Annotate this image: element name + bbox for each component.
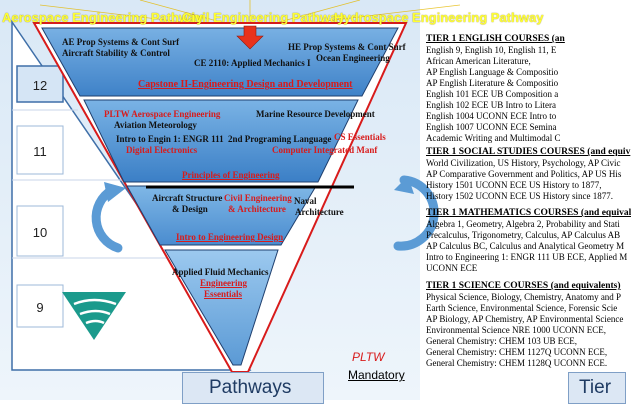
- legend-mandatory: Mandatory: [348, 368, 405, 382]
- grade-cell-12: [16, 65, 64, 103]
- tier-english-line: English 1007 UCONN ECE Semina: [426, 122, 557, 132]
- circular-arrow-right-head: [394, 176, 414, 194]
- aircraft-structure: Aircraft Structure: [152, 193, 223, 203]
- tier-english-line: African American Literature,: [426, 56, 531, 66]
- tier-math-line: Precalculus, Trigonometry, Calculus, AP …: [426, 230, 621, 240]
- tier-math-line: Intro to Engineering 1: ENGR 111 UB ECE,…: [426, 252, 628, 262]
- band-12: [41, 27, 399, 97]
- tier-social-line: History 1501 UCONN ECE US History to 187…: [426, 180, 602, 190]
- aviation-meteorology: Aviation Meteorology: [114, 120, 197, 130]
- pathways-footer: Pathways: [182, 372, 324, 404]
- grade-label-9: 9: [36, 300, 44, 315]
- ocean-engineering: Ocean Engineering: [316, 53, 390, 63]
- principles-of-engineering: Principles of Engineering: [182, 170, 280, 180]
- tier-science-line: Environmental Science NRE 1000 UCONN ECE…: [426, 325, 606, 335]
- engineering-essentials: Engineering: [200, 278, 248, 288]
- tier-math-heading: TIER 1 MATHEMATICS COURSES (and equival: [426, 208, 631, 218]
- circular-arrow-right: [393, 175, 439, 251]
- tier-science-line: General Chemistry: CHEM 1128Q UCONN ECE.: [426, 358, 608, 368]
- circular-arrow-left-head: [104, 182, 126, 202]
- band-11: [83, 99, 359, 183]
- tier-english-line: English 9, English 10, English 11, E: [426, 45, 557, 55]
- circular-arrow-left: [91, 185, 123, 253]
- red-down-arrow: [236, 25, 264, 50]
- tier-math-line: AP Calculus BC, Calculus and Analytical …: [426, 241, 625, 251]
- tier-social-line: History 1502 UCONN ECE US History since …: [426, 191, 613, 201]
- grade-cell-10: [16, 205, 64, 257]
- grade-cell-9: [16, 284, 64, 328]
- tier-footer-label: Tier: [579, 377, 612, 398]
- tier-science-line: Earth Science, Environmental Science, Fo…: [426, 303, 618, 313]
- tier-english-line: AP English Literature & Compositio: [426, 78, 559, 88]
- naval-architecture-2: Architecture: [295, 207, 344, 217]
- applied-fluid-mechanics: Applied Fluid Mechanics: [172, 267, 269, 277]
- ce-2110: CE 2110: Applied Mechanics I: [194, 58, 311, 68]
- tier-footer: Tier: [568, 372, 626, 404]
- tier-science-line: General Chemistry: CHEM 1127Q UCONN ECE,: [426, 347, 608, 357]
- tier-science-line: Physical Science, Biology, Chemistry, An…: [426, 292, 622, 302]
- tier-math-line: UCONN ECE: [426, 263, 478, 273]
- grade-label-12: 12: [32, 78, 48, 93]
- marine-resource: Marine Resource Development: [256, 109, 375, 119]
- tier-social-line: AP Comparative Government and Politics, …: [426, 169, 622, 179]
- computer-integrated-manf: Computer Integrated Manf: [272, 145, 378, 155]
- grade-label-10: 10: [32, 225, 48, 240]
- ae-prop-systems: AE Prop Systems & Cont Surf: [62, 37, 180, 47]
- civil-engineering-course: Civil Engineering: [224, 193, 292, 203]
- digital-electronics: Digital Electronics: [126, 145, 198, 155]
- second-programming-language: 2nd Programing Language: [228, 134, 332, 144]
- tier-english-line: English 101 ECE UB Composition a: [426, 89, 559, 99]
- aircraft-stability: Aircraft Stability & Control: [62, 48, 170, 58]
- legend-pltw: PLTW: [352, 350, 385, 364]
- naval-architecture: Naval: [294, 196, 317, 206]
- capstone-course: Capstone II-Engineering Design and Devel…: [138, 79, 353, 90]
- band-9: [164, 249, 279, 366]
- tier-english-line: English 1004 UCONN ECE Intro to: [426, 111, 557, 121]
- pathways-footer-label: Pathways: [209, 377, 292, 398]
- intro-to-engineering-design: Intro to Engineering Design: [176, 232, 284, 242]
- tier-english-line: AP English Language & Compositio: [426, 67, 559, 77]
- tier-social-heading: TIER 1 SOCIAL STUDIES COURSES (and equiv: [426, 147, 631, 157]
- tier-science-heading: TIER 1 SCIENCE COURSES (and equivalents): [426, 281, 621, 291]
- grade-label-11: 11: [33, 144, 47, 159]
- pathway-hydrospace: Hydrospace Engineering Pathway: [334, 10, 544, 25]
- tier-science-line: AP Biology, AP Chemistry, AP Environment…: [426, 314, 624, 324]
- school-logo: [62, 292, 126, 340]
- engineering-essentials-2: Essentials: [204, 289, 243, 299]
- tier-english-line: English 102 ECE UB Intro to Litera: [426, 100, 556, 110]
- tier-english-line: Academic Writing and Multimodal C: [426, 133, 561, 143]
- pltw-aerospace: PLTW Aerospace Engineering: [104, 109, 221, 119]
- tier-math-line: Algebra 1, Geometry, Algebra 2, Probabil…: [426, 219, 620, 229]
- architecture-course: & Architecture: [228, 204, 286, 214]
- he-prop-systems: HE Prop Systems & Cont Surf: [288, 42, 406, 52]
- intro-engin-1: Intro to Engin 1: ENGR 111: [116, 134, 224, 144]
- tier-science-line: General Chemistry: CHEM 103 UB ECE,: [426, 336, 577, 346]
- aircraft-design: & Design: [172, 204, 208, 214]
- pathway-civil: Civil Engineering Pathway: [182, 10, 345, 25]
- pathway-aerospace: Aerospace Engineering Pathway: [2, 10, 204, 25]
- tier-social-line: World Civilization, US History, Psycholo…: [426, 158, 621, 168]
- funnel-diagram: [0, 0, 461, 400]
- cs-essentials: CS Essentials: [334, 132, 386, 142]
- tier-english-heading: TIER 1 ENGLISH COURSES (an: [426, 34, 565, 44]
- grade-cell-11: [16, 125, 64, 175]
